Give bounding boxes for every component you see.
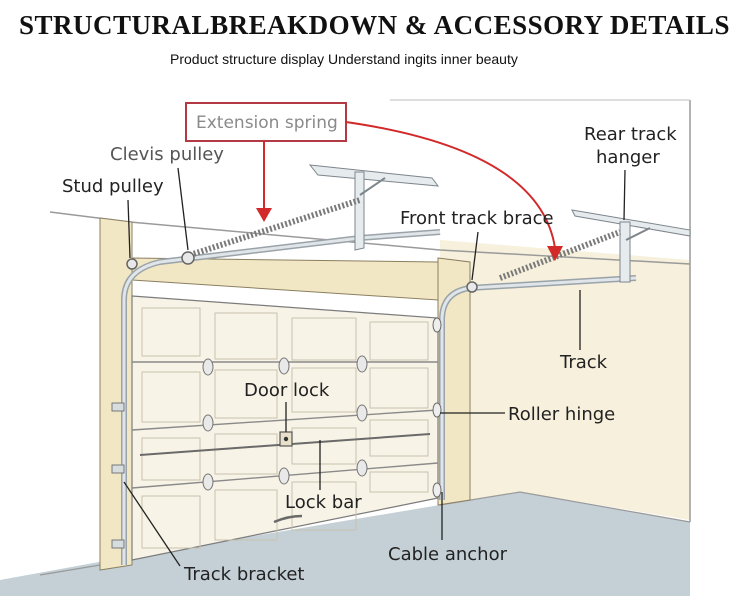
- track-bracket-label: Track bracket: [183, 564, 305, 585]
- side-wall: [440, 240, 690, 520]
- right-rollers: [432, 317, 442, 498]
- stud-pulley: [126, 258, 138, 270]
- rear-track-hanger-label-line1: Rear track: [584, 124, 677, 145]
- left-jamb: [99, 217, 133, 571]
- door-handle: [273, 514, 303, 524]
- extension-spring-label: Extension spring: [196, 113, 338, 133]
- extension-spring-arrows: [263, 121, 556, 249]
- lock-bar-label: Lock bar: [285, 492, 362, 513]
- red-arrow-head-right: [547, 246, 563, 261]
- door-header: [131, 257, 439, 301]
- red-arrow-head-left: [256, 208, 272, 222]
- cable-anchor-label: Cable anchor: [388, 544, 508, 565]
- front-track-brace-label: Front track brace: [400, 208, 554, 229]
- page-title: STRUCTURALBREAKDOWN & ACCESSORY DETAILS: [19, 10, 730, 40]
- leader-lines: [123, 167, 626, 567]
- garage-floor: [0, 492, 690, 596]
- page-subtitle: Product structure display Understand ing…: [170, 51, 518, 67]
- clevis-pulley-label: Clevis pulley: [110, 144, 224, 165]
- ceiling-line: [49, 211, 691, 265]
- track-brackets-left: [111, 402, 125, 549]
- front-track-pulley: [466, 281, 478, 293]
- door-raised-panels: [141, 307, 429, 549]
- clevis-pulley: [181, 251, 195, 265]
- roller-hinge-label: Roller hinge: [508, 404, 615, 425]
- right-extension-spring: [498, 229, 622, 281]
- left-extension-spring: [189, 197, 361, 258]
- left-hanger-bracket: [308, 164, 440, 187]
- door-hinges: [202, 355, 368, 491]
- rear-track-hanger-bracket: [571, 209, 691, 237]
- track-label: Track: [559, 352, 608, 373]
- door-lock-keyhole: [283, 436, 289, 442]
- stud-pulley-label: Stud pulley: [62, 176, 164, 197]
- rear-track-hanger-label-line2: hanger: [596, 147, 660, 168]
- door-lock-label: Door lock: [244, 380, 330, 401]
